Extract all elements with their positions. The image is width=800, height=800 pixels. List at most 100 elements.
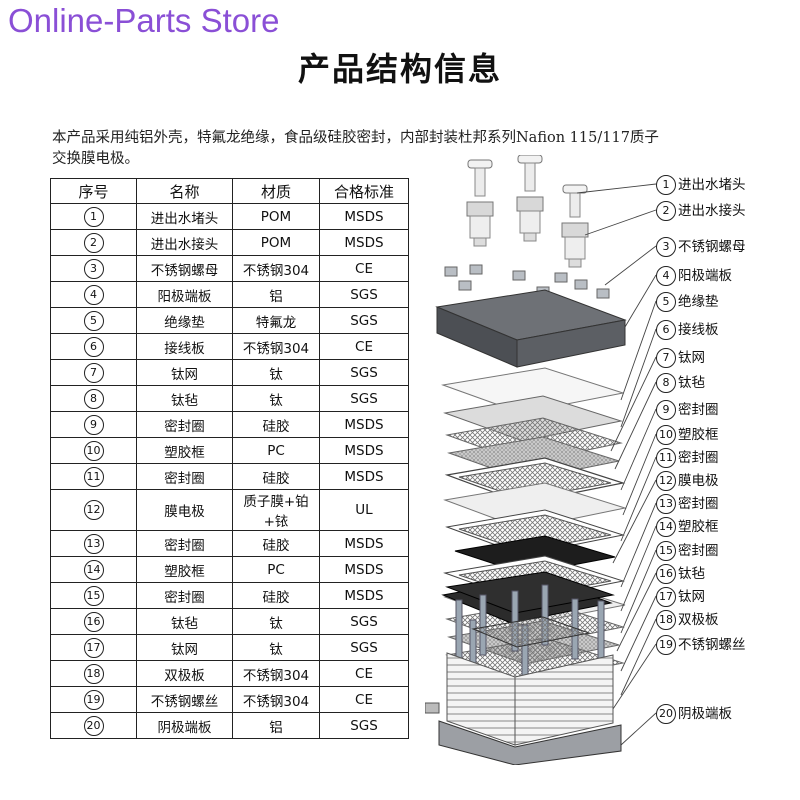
cell-standard: SGS [319, 712, 409, 739]
label-text: 钛毡 [678, 566, 705, 582]
circled-number: 8 [656, 373, 676, 393]
circled-number: 5 [656, 292, 676, 312]
label-text: 进出水堵头 [678, 177, 746, 193]
leader-line [622, 433, 657, 516]
header-no: 序号 [50, 178, 137, 204]
cell-no: 11 [50, 463, 137, 490]
circled-number: 19 [83, 689, 104, 710]
circled-number: 12 [83, 500, 104, 520]
leader-line [620, 712, 657, 746]
cell-standard: MSDS [319, 437, 409, 464]
cell-name: 进出水堵头 [136, 203, 233, 230]
circled-number: 7 [83, 362, 104, 383]
circled-number: 14 [83, 559, 104, 580]
circled-number: 10 [656, 425, 676, 445]
cell-no: 16 [50, 608, 137, 635]
cell-no: 14 [50, 556, 137, 583]
header-name: 名称 [136, 178, 233, 204]
cell-no: 1 [50, 203, 137, 230]
cell-no: 3 [50, 255, 137, 282]
circled-number: 9 [656, 400, 676, 420]
circled-number: 9 [83, 414, 104, 435]
circled-number: 12 [656, 471, 676, 491]
circled-number: 19 [656, 635, 676, 655]
leader-line [620, 456, 657, 542]
label-text: 接线板 [678, 322, 719, 338]
cell-no: 2 [50, 229, 137, 256]
label-text: 塑胶框 [678, 519, 719, 535]
cell-material: 钛 [232, 385, 320, 412]
cell-no: 18 [50, 660, 137, 687]
circled-number: 16 [83, 611, 104, 632]
cell-material: 钛 [232, 634, 320, 661]
cell-name: 不锈钢螺母 [136, 255, 233, 282]
leader-line [616, 572, 657, 652]
circled-number: 11 [83, 466, 104, 487]
circled-number: 18 [656, 610, 676, 630]
store-name: Online-Parts Store [8, 2, 280, 39]
circled-number: 17 [656, 587, 676, 607]
circled-number: 13 [83, 533, 104, 554]
leader-line [620, 502, 657, 588]
circled-number: 1 [656, 175, 676, 195]
cell-standard: CE [319, 255, 409, 282]
label-text: 钛毡 [678, 375, 705, 391]
cell-standard: MSDS [319, 203, 409, 230]
label-text: 密封圈 [678, 450, 719, 466]
electrolyzer-exploded-view [425, 155, 657, 765]
page-title: 产品结构信息 [297, 50, 502, 88]
circled-number: 6 [83, 336, 104, 357]
cell-material: 不锈钢304 [232, 686, 320, 713]
cell-no: 8 [50, 385, 137, 412]
leader-line [610, 356, 657, 452]
cell-no: 6 [50, 333, 137, 360]
cell-name: 密封圈 [136, 463, 233, 490]
cell-standard: SGS [319, 608, 409, 635]
label-text: 不锈钢螺母 [678, 239, 746, 255]
circled-number: 5 [83, 310, 104, 331]
circled-number: 20 [656, 704, 676, 724]
cell-standard: MSDS [319, 556, 409, 583]
circled-number: 20 [83, 715, 104, 736]
cell-no: 20 [50, 712, 137, 739]
cell-standard: MSDS [319, 463, 409, 490]
cell-no: 17 [50, 634, 137, 661]
circled-number: 11 [656, 448, 676, 468]
cell-no: 15 [50, 582, 137, 609]
cell-standard: CE [319, 660, 409, 687]
circled-number: 3 [656, 237, 676, 257]
cell-standard: SGS [319, 359, 409, 386]
leader-line [624, 274, 657, 328]
table-header-row: 序号 名称 材质 合格标准 [50, 178, 409, 204]
leader-line [620, 618, 657, 696]
label-text: 塑胶框 [678, 427, 719, 443]
cell-material: 特氟龙 [232, 307, 320, 334]
circled-number: 13 [656, 494, 676, 514]
leader-line [620, 408, 657, 491]
leader-line [604, 245, 657, 286]
cell-standard: MSDS [319, 530, 409, 557]
